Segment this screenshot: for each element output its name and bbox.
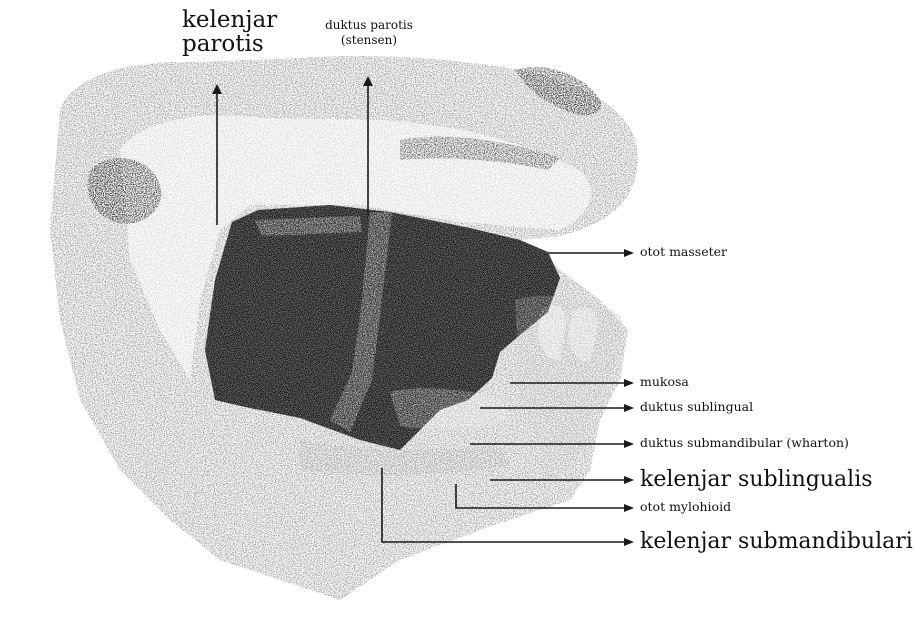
label-masseter: otot masseter [640,246,727,259]
submandibular-gland-arrowhead [624,538,634,546]
label-mucosa: mukosa [640,376,689,389]
label-submandibular-gland: kelenjar submandibularis [640,531,914,553]
label-mylohyoid: otot mylohioid [640,501,731,514]
label-sublingual-duct: duktus sublingual [640,401,753,414]
label-parotid-duct-line1: duktus parotis [310,18,428,33]
label-parotid-duct-line2: (stensen) [310,33,428,48]
label-sublingual-gland: kelenjar sublingualis [640,469,873,491]
mylohyoid-arrowhead [624,504,634,512]
submandibular-duct-arrowhead [624,440,634,448]
masseter-arrowhead [624,249,634,257]
mucosa-arrowhead [624,379,634,387]
label-parotid-gland-line1: kelenjar [182,8,277,32]
label-parotid-gland-line2: parotis [182,32,277,56]
label-parotid-duct: duktus parotis (stensen) [310,18,428,48]
sublingual-gland-arrowhead [624,476,634,484]
pointer-arrowheads [624,249,634,546]
label-parotid-gland: kelenjar parotis [182,8,277,56]
sublingual-duct-arrowhead [624,404,634,412]
label-submandibular-duct: duktus submandibular (wharton) [640,437,849,450]
